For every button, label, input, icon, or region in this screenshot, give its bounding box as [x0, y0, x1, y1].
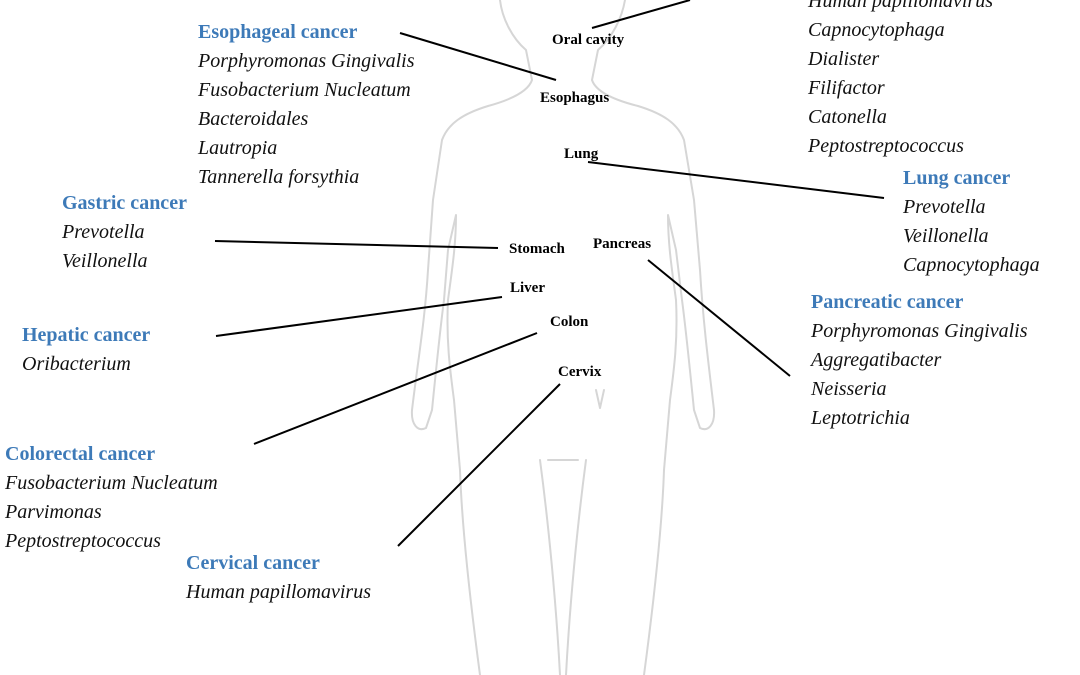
connector-colorectal	[253, 332, 538, 445]
cervical-cancer-title: Cervical cancer	[186, 552, 320, 574]
species-item: Porphyromonas Gingivalis	[198, 50, 415, 72]
species-item: Human papillomavirus	[186, 581, 371, 603]
connector-pancreatic	[647, 259, 791, 377]
species-item: Catonella	[808, 106, 887, 128]
species-item: Parvimonas	[5, 501, 102, 523]
cervical-cancer-group: Cervical cancer Human papillomavirus	[186, 549, 371, 607]
organ-label-oral-cavity: Oral cavity	[552, 32, 625, 48]
species-item: Prevotella	[903, 196, 986, 218]
gastric-cancer-group: Gastric cancer Prevotella Veillonella	[62, 189, 187, 276]
species-item: Filifactor	[808, 77, 885, 99]
species-item: Oribacterium	[22, 353, 131, 375]
connectors	[214, 0, 885, 547]
connector-esophageal	[399, 32, 557, 81]
connector-gastric	[214, 240, 499, 249]
connector-oral	[591, 0, 691, 29]
species-item: Veillonella	[903, 225, 989, 247]
lung-cancer-title: Lung cancer	[903, 167, 1011, 189]
organ-label-pancreas: Pancreas	[593, 236, 652, 252]
species-item: Capnocytophaga	[903, 254, 1040, 276]
oral-cancer-group: Human papillomavirus Capnocytophaga Dial…	[808, 0, 993, 161]
species-item: Bacteroidales	[198, 108, 309, 130]
species-item: Capnocytophaga	[808, 19, 945, 41]
organ-label-liver: Liver	[510, 280, 545, 296]
organ-label-cervix: Cervix	[558, 364, 602, 380]
species-item: Human papillomavirus	[808, 0, 993, 12]
species-item: Fusobacterium Nucleatum	[5, 472, 218, 494]
organ-label-stomach: Stomach	[509, 241, 565, 257]
esophageal-cancer-group: Esophageal cancer Porphyromonas Gingival…	[198, 18, 414, 192]
species-item: Dialister	[808, 48, 880, 70]
species-item: Aggregatibacter	[811, 349, 942, 371]
connector-cervical	[397, 383, 561, 547]
pancreatic-cancer-group: Pancreatic cancer Porphyromonas Gingival…	[811, 288, 1027, 433]
gastric-cancer-title: Gastric cancer	[62, 192, 187, 214]
species-item: Lautropia	[198, 137, 278, 159]
colorectal-cancer-title: Colorectal cancer	[5, 443, 156, 465]
hepatic-cancer-title: Hepatic cancer	[22, 324, 151, 346]
species-item: Peptostreptococcus	[5, 530, 161, 552]
species-item: Neisseria	[811, 378, 887, 400]
species-item: Veillonella	[62, 250, 148, 272]
organ-label-colon: Colon	[550, 314, 589, 330]
esophageal-cancer-title: Esophageal cancer	[198, 21, 358, 43]
colorectal-cancer-group: Colorectal cancer Fusobacterium Nucleatu…	[5, 440, 218, 556]
pancreatic-cancer-title: Pancreatic cancer	[811, 291, 964, 313]
connector-hepatic	[215, 296, 503, 337]
organ-label-lung: Lung	[564, 146, 599, 162]
species-item: Leptotrichia	[811, 407, 910, 429]
hepatic-cancer-group: Hepatic cancer Oribacterium	[22, 321, 150, 379]
species-item: Porphyromonas Gingivalis	[811, 320, 1028, 342]
species-item: Prevotella	[62, 221, 145, 243]
connector-lung	[587, 161, 885, 199]
lung-cancer-group: Lung cancer Prevotella Veillonella Capno…	[903, 164, 1040, 280]
organ-label-esophagus: Esophagus	[540, 90, 610, 106]
body-silhouette	[410, 0, 716, 675]
species-item: Tannerella forsythia	[198, 166, 360, 188]
species-item: Peptostreptococcus	[808, 135, 964, 157]
species-item: Fusobacterium Nucleatum	[198, 79, 411, 101]
